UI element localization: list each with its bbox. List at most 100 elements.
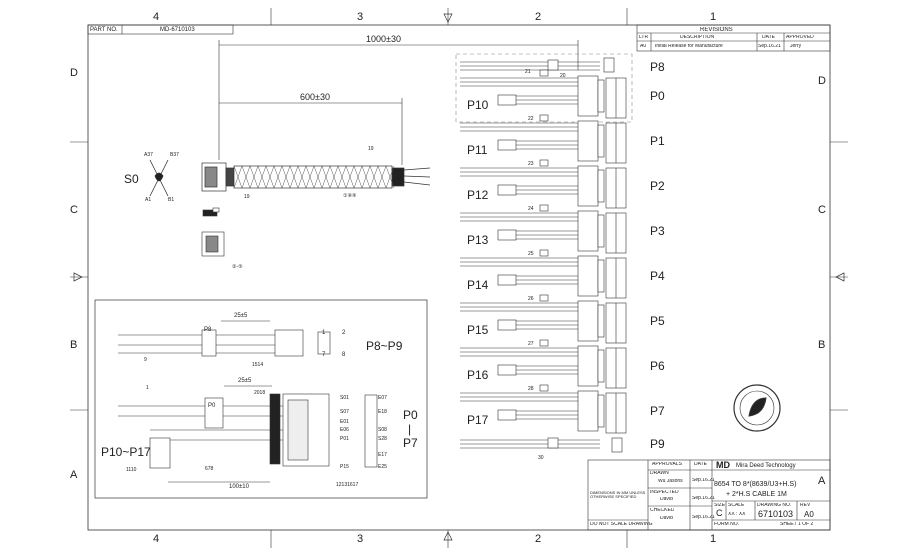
- pin-map-8: 8: [342, 352, 346, 358]
- tag-p15: P15: [467, 323, 489, 337]
- drawing-title-line2: + 2*H.S CABLE 1M: [726, 491, 787, 498]
- p8-connector: [603, 57, 615, 73]
- sas-pin-e01: E01: [340, 419, 349, 425]
- branch-connector: [497, 319, 517, 331]
- sas-pin-e17: E17: [378, 452, 387, 458]
- branch-harness: [460, 57, 627, 453]
- tb-size-label: SIZE: [714, 503, 726, 508]
- braid-strand: [305, 165, 315, 189]
- callout-19-right: 19: [368, 146, 374, 152]
- braid-strand: [353, 165, 363, 189]
- col-label-2-top: 2: [535, 11, 542, 23]
- sas-connector: [577, 390, 599, 432]
- col-label-1-top: 1: [710, 11, 717, 23]
- tb-inspected-by: David: [660, 497, 673, 502]
- pin-a37: A37: [144, 152, 153, 158]
- part-no-box: [87, 24, 234, 35]
- sas-pin-e25: E25: [378, 464, 387, 470]
- tb-drawn-by: Wu Jasons: [658, 479, 683, 484]
- braid-strand: [369, 165, 379, 189]
- part-no-label: PART NO.: [90, 27, 118, 33]
- dimension-inner: 600±30: [300, 92, 330, 102]
- callout-12-17: 12131617: [336, 482, 359, 488]
- detail-p8-p9: P8~P9: [366, 339, 403, 353]
- sas-connector: [577, 165, 599, 207]
- braid-strand: [257, 165, 267, 189]
- braid-strand: [385, 165, 395, 189]
- sas-pin-p15: P15: [340, 464, 349, 470]
- tb-drawn: DRAWN: [650, 471, 669, 476]
- detail-p0-p7-bar: |: [408, 422, 412, 436]
- sas-pin-e06: E06: [340, 427, 349, 433]
- sas-connector-face: [597, 169, 605, 203]
- callout-20: 20: [560, 73, 566, 79]
- callout-24: 24: [528, 206, 534, 212]
- sas-connector: [577, 255, 599, 297]
- revision-table: [636, 24, 831, 52]
- braid-strand: [233, 165, 243, 189]
- sas-connector: [577, 300, 599, 342]
- wire-clip: [539, 384, 549, 392]
- revisions-title: REVISIONS: [700, 27, 733, 33]
- s0-connector: [149, 159, 169, 197]
- tb-form-no: FORM NO.: [714, 522, 739, 527]
- braid-strand: [273, 165, 283, 189]
- braid-strand: [281, 165, 291, 189]
- latch-parts: [201, 207, 225, 257]
- detail-p10-p17: P10~P17: [101, 445, 151, 459]
- wire-clip: [539, 204, 549, 212]
- tag-p13: P13: [467, 233, 489, 247]
- tag-p12: P12: [467, 188, 489, 202]
- wire-clip: [539, 159, 549, 167]
- detail-tag-p8: P8: [204, 327, 212, 333]
- callout-25: 25: [528, 251, 534, 257]
- tag-p10: P10: [467, 98, 489, 112]
- drawing-title-line1: 8654 TO 8*(8639/U3+H.S): [714, 481, 797, 488]
- pin-map-1: 1: [322, 330, 326, 336]
- braid-strand: [265, 165, 275, 189]
- tag-p8: P8: [650, 60, 665, 74]
- callout-23: 23: [528, 161, 534, 167]
- callout-15-14: 1514: [252, 362, 264, 368]
- col-label-4-bottom: 4: [153, 533, 160, 545]
- callout-9: 9: [144, 357, 147, 363]
- row-label-d-left: D: [70, 67, 78, 79]
- callout-6-7-8: 678: [205, 466, 214, 472]
- tb-date-header: DATE: [694, 462, 707, 467]
- detail-dim-p0: 25±5: [238, 378, 252, 384]
- braid-strand: [297, 165, 307, 189]
- tb-sheet: SHEET 1 OF 2: [780, 522, 814, 527]
- dimension-lines: [218, 40, 579, 165]
- wire-clip: [539, 339, 549, 347]
- callout-27: 27: [528, 341, 534, 347]
- p9-connector: [611, 437, 623, 453]
- branch-connector: [497, 139, 517, 151]
- rev-header-description: DESCRIPTION: [680, 35, 715, 40]
- company-logo: MD: [716, 460, 730, 470]
- company-name: Mira Deed Technology: [736, 463, 796, 469]
- tag-p3: P3: [650, 224, 665, 238]
- detail-p0-p7-top: P0: [403, 408, 418, 422]
- braid-strand: [249, 165, 259, 189]
- tag-p14: P14: [467, 278, 489, 292]
- sas-connector: [577, 120, 599, 162]
- rev-row-ltr: A0: [640, 44, 647, 49]
- detail-dim-p10: 100±10: [229, 484, 249, 490]
- pin-a1: A1: [145, 197, 152, 203]
- braid-strand: [321, 165, 331, 189]
- braid-strand: [345, 165, 355, 189]
- wire-clip: [539, 249, 549, 257]
- branch-connector: [497, 274, 517, 286]
- braid-strand: [377, 165, 387, 189]
- col-label-1-bottom: 1: [710, 533, 717, 545]
- rev-row-date: Sep.16.21: [758, 44, 781, 49]
- centering-arrows: [73, 13, 845, 541]
- rev-header-date: DATE: [762, 35, 775, 40]
- tb-inspected-date: Sep.16.21: [692, 496, 715, 501]
- title-block: [587, 459, 831, 531]
- callout-30: 30: [538, 455, 544, 461]
- sas-pin-s01: S01: [340, 395, 349, 401]
- pin-b37: B37: [170, 152, 179, 158]
- detail-drawings: [118, 320, 378, 483]
